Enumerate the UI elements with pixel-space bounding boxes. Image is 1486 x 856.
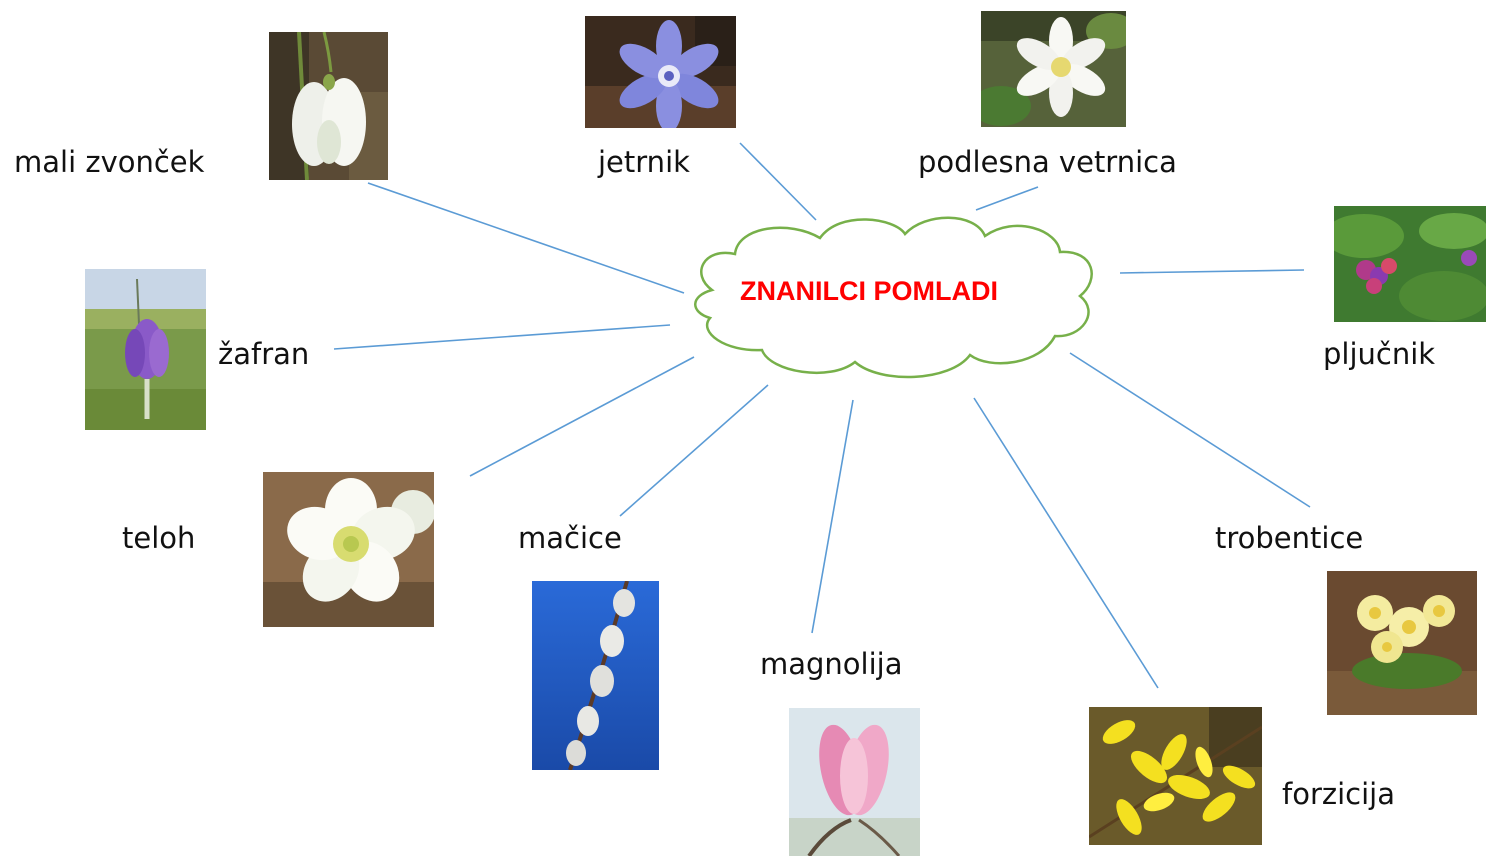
connector-zafran	[333, 324, 671, 350]
photo-trobentice	[1327, 571, 1477, 715]
connector-mali-zvoncek	[367, 182, 685, 294]
label-magnolija: magnolija	[760, 647, 903, 681]
photo-mali-zvoncek	[269, 32, 388, 180]
label-macice: mačice	[518, 521, 622, 555]
label-teloh: teloh	[122, 521, 196, 555]
connector-teloh	[469, 356, 695, 477]
connector-lines	[333, 142, 1311, 689]
label-podlesna-vetrnica: podlesna vetrnica	[918, 145, 1177, 179]
connector-trobentice	[1069, 352, 1311, 508]
label-mali-zvoncek: mali zvonček	[14, 145, 205, 179]
connector-magnolija	[811, 399, 854, 634]
photo-forzicija	[1089, 707, 1262, 845]
connector-forzicija	[973, 397, 1159, 689]
photo-magnolija	[789, 708, 920, 856]
label-jetrnik: jetrnik	[598, 145, 690, 179]
connector-jetrnik	[739, 142, 817, 221]
label-forzicija: forzicija	[1282, 777, 1395, 811]
photo-macice	[532, 581, 659, 770]
photo-zafran	[85, 269, 206, 430]
diagram-title: ZNANILCI POMLADI	[740, 276, 998, 306]
photo-pljucnik	[1334, 206, 1486, 322]
photo-teloh	[263, 472, 434, 627]
label-pljucnik: pljučnik	[1323, 337, 1436, 371]
connector-pljucnik	[1119, 269, 1305, 274]
connector-macice	[619, 384, 769, 517]
connector-podlesna-vetrnica	[975, 186, 1039, 211]
label-zafran: žafran	[218, 337, 310, 371]
label-trobentice: trobentice	[1215, 521, 1364, 555]
photo-jetrnik	[585, 16, 736, 128]
central-cloud	[694, 216, 1093, 379]
photo-podlesna-vetrnica	[981, 11, 1126, 127]
